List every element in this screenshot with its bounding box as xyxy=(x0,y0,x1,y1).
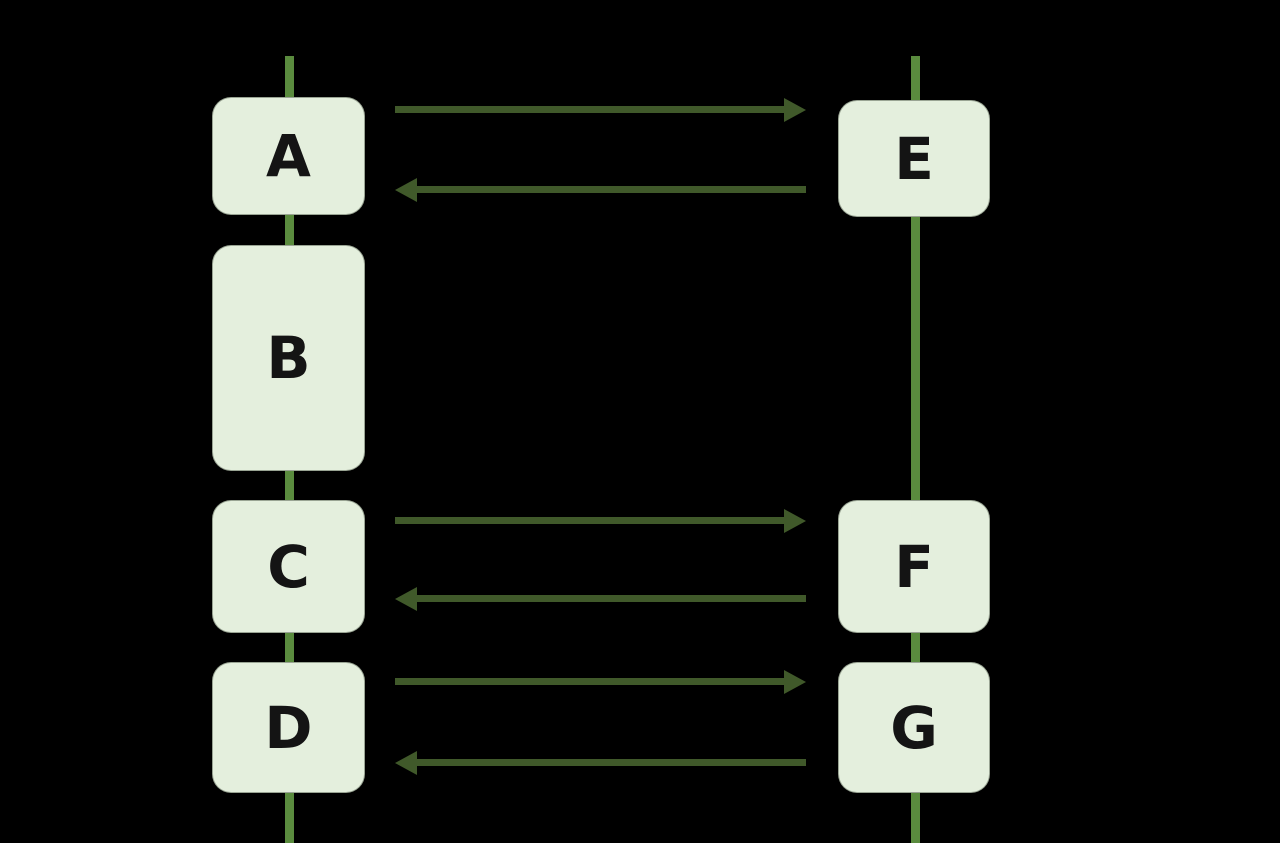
arrowhead-left-icon xyxy=(395,587,417,611)
node-label: C xyxy=(267,532,310,601)
arrow-a-to-e xyxy=(395,98,806,122)
node-g: G xyxy=(838,662,990,793)
arrow-f-to-c xyxy=(395,587,806,611)
node-d: D xyxy=(212,662,365,793)
node-label: F xyxy=(894,532,934,601)
arrow-g-to-d xyxy=(395,751,806,775)
node-label: D xyxy=(264,693,313,762)
node-b: B xyxy=(212,245,365,471)
arrow-shaft xyxy=(415,595,806,602)
arrowhead-left-icon xyxy=(395,751,417,775)
arrow-shaft xyxy=(395,678,786,685)
arrowhead-left-icon xyxy=(395,178,417,202)
arrowhead-right-icon xyxy=(784,509,806,533)
arrow-c-to-f xyxy=(395,509,806,533)
arrow-shaft xyxy=(395,517,786,524)
arrow-shaft xyxy=(415,759,806,766)
node-label: E xyxy=(894,124,934,193)
lifeline-right xyxy=(911,56,920,843)
node-label: B xyxy=(266,324,311,392)
node-e: E xyxy=(838,100,990,217)
node-label: G xyxy=(890,693,938,762)
arrow-shaft xyxy=(395,106,786,113)
arrowhead-right-icon xyxy=(784,98,806,122)
arrow-d-to-g xyxy=(395,670,806,694)
arrowhead-right-icon xyxy=(784,670,806,694)
arrow-e-to-a xyxy=(395,178,806,202)
arrow-shaft xyxy=(415,186,806,193)
node-label: A xyxy=(266,122,311,190)
node-a: A xyxy=(212,97,365,215)
node-c: C xyxy=(212,500,365,633)
node-f: F xyxy=(838,500,990,633)
